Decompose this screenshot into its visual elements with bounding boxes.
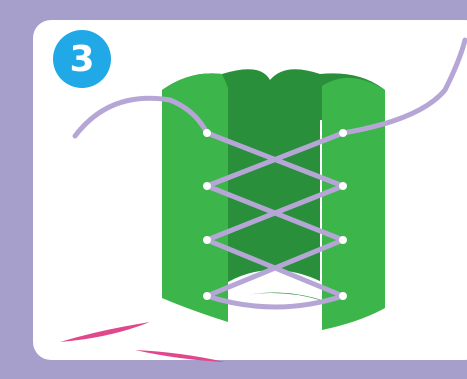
eyelet	[203, 182, 211, 190]
eyelet	[203, 236, 211, 244]
eyelet	[203, 292, 211, 300]
pink-scrap	[60, 322, 150, 342]
eyelet	[339, 182, 347, 190]
eyelet	[203, 129, 211, 137]
eyelet	[339, 129, 347, 137]
eyelet	[339, 236, 347, 244]
eyelet	[339, 292, 347, 300]
pink-scrap	[135, 350, 225, 362]
tube-left-panel	[162, 73, 228, 322]
